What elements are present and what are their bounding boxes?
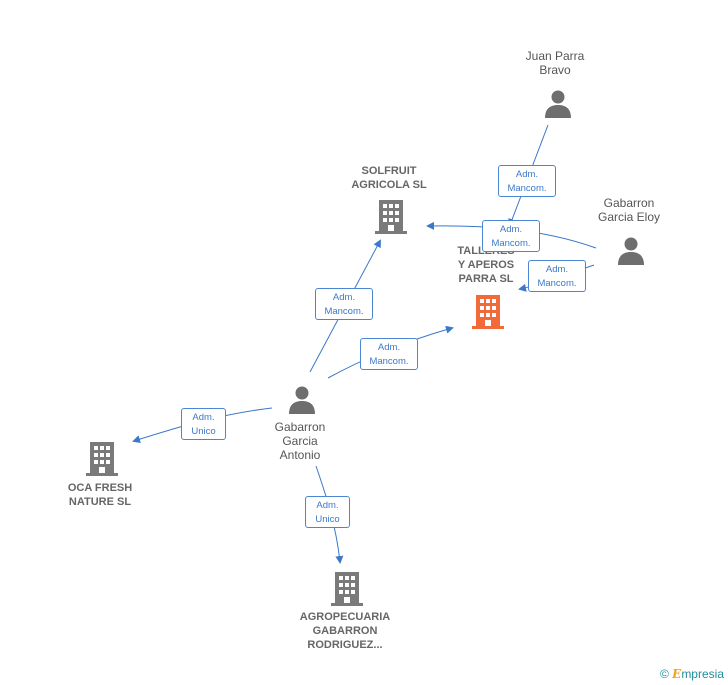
edge-label-antonio-solfruit[interactable]: Adm. Mancom. bbox=[315, 288, 373, 320]
node-label-gabarron-eloy[interactable]: Gabarron Garcia Eloy bbox=[597, 196, 661, 224]
brand-name: mpresia bbox=[681, 667, 724, 681]
node-label-talleres[interactable]: TALLERES Y APEROS PARRA SL bbox=[457, 245, 515, 285]
edge-label-eloy-solfruit[interactable]: Adm. Mancom. bbox=[482, 220, 540, 252]
building-icon-talleres[interactable] bbox=[472, 295, 504, 329]
edge-label-antonio-oca[interactable]: Adm. Unico bbox=[181, 408, 226, 440]
copyright-icon: © bbox=[659, 667, 669, 681]
person-icon-juan-parra[interactable] bbox=[543, 88, 573, 118]
node-label-solfruit[interactable]: SOLFRUIT AGRICOLA SL bbox=[351, 165, 427, 191]
edge-label-juan-talleres[interactable]: Adm. Mancom. bbox=[498, 165, 556, 197]
building-icon-solfruit[interactable] bbox=[375, 200, 407, 234]
building-icon-oca-fresh[interactable] bbox=[86, 442, 118, 476]
node-label-juan-parra[interactable]: Juan Parra Bravo bbox=[525, 49, 585, 77]
person-icon-gabarron-antonio[interactable] bbox=[287, 384, 317, 414]
building-icon-agropecuaria[interactable] bbox=[331, 572, 363, 606]
node-label-oca-fresh[interactable]: OCA FRESH NATURE SL bbox=[67, 482, 133, 508]
node-label-gabarron-antonio[interactable]: Gabarron Garcia Antonio bbox=[274, 420, 326, 462]
edge-label-antonio-agro[interactable]: Adm. Unico bbox=[305, 496, 350, 528]
watermark: © Empresia bbox=[660, 667, 724, 681]
node-label-agropecuaria[interactable]: AGROPECUARIA GABARRON RODRIGUEZ... bbox=[299, 611, 391, 651]
edge-label-antonio-talleres[interactable]: Adm. Mancom. bbox=[360, 338, 418, 370]
person-icon-gabarron-eloy[interactable] bbox=[616, 235, 646, 265]
brand-initial: E bbox=[672, 667, 682, 681]
edge-label-eloy-talleres[interactable]: Adm. Mancom. bbox=[528, 260, 586, 292]
